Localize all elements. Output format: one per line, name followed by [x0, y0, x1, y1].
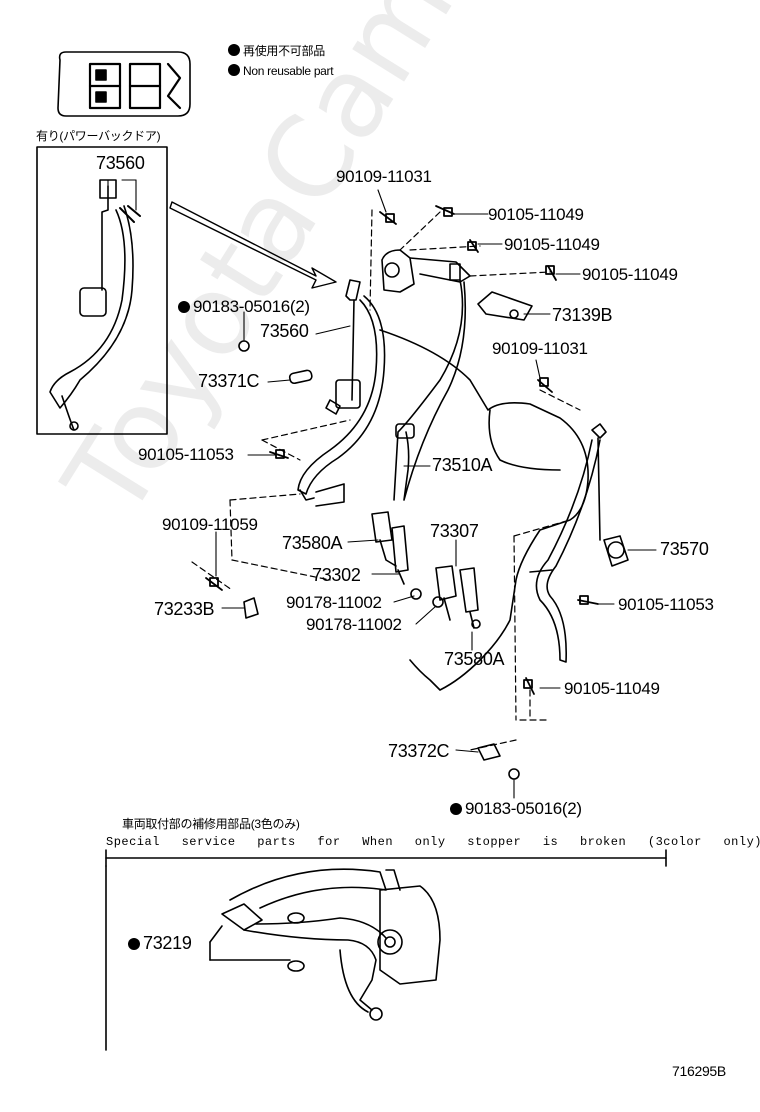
part-label-90109-11031-mid[interactable]: 90109-11031	[492, 339, 588, 358]
part-label-90105-11049-c[interactable]: 90105-11049	[582, 265, 678, 284]
retractor-73570	[529, 423, 629, 663]
part-label-73371C[interactable]: 73371C	[198, 371, 260, 391]
cover-73371C	[288, 369, 313, 385]
inset-title: 有り(パワーバックドア)	[36, 129, 161, 143]
part-label-inset-73560[interactable]: 73560	[96, 153, 145, 173]
part-label-90105-11049-a[interactable]: 90105-11049	[488, 205, 584, 224]
part-label-90105-11053-right[interactable]: 90105-11053	[618, 595, 714, 614]
legend-jp: 再使用不可部品	[228, 44, 325, 57]
part-label-90183-05016-top[interactable]: 90183-05016(2)	[178, 298, 310, 315]
part-label-73510A[interactable]: 73510A	[432, 455, 493, 475]
non-reusable-dot-icon	[228, 44, 240, 56]
bracket-73139B	[477, 291, 533, 321]
part-label-90109-11059[interactable]: 90109-11059	[162, 515, 258, 534]
inset-belt	[49, 179, 141, 431]
bolt-glyphs	[205, 205, 599, 695]
direction-arrow	[169, 201, 337, 289]
upper-retractor	[381, 249, 471, 293]
part-label-73139B[interactable]: 73139B	[552, 305, 613, 325]
non-reusable-dot-icon	[128, 938, 140, 950]
part-label-73560[interactable]: 73560	[260, 321, 309, 341]
part-label-73307[interactable]: 73307	[430, 521, 479, 541]
service-parts-bracket	[105, 849, 667, 1051]
diagram-id: 716295B	[672, 1063, 726, 1079]
inset-box	[36, 146, 168, 435]
stopper-assembly-73219	[209, 868, 441, 1021]
service-note-en: Special service parts for When only stop…	[106, 835, 760, 849]
buckle-73580A-right	[435, 565, 481, 629]
part-label-73233B[interactable]: 73233B	[154, 599, 215, 619]
non-reusable-dot-icon	[178, 301, 190, 313]
part-label-90105-11053-left[interactable]: 90105-11053	[138, 445, 234, 464]
part-label-73372C[interactable]: 73372C	[388, 741, 450, 761]
part-label-90105-11049-low[interactable]: 90105-11049	[564, 679, 660, 698]
legend-en: Non reusable part	[228, 64, 334, 77]
part-label-90109-11031-top[interactable]: 90109-11031	[336, 167, 432, 186]
part-label-73580A-right[interactable]: 73580A	[444, 649, 505, 669]
part-label-90105-11049-b[interactable]: 90105-11049	[504, 235, 600, 254]
body-outline	[379, 329, 589, 691]
vehicle-locator-icon	[57, 51, 191, 117]
part-label-90178-11002-a[interactable]: 90178-11002	[286, 593, 382, 612]
belt-73560	[297, 279, 386, 501]
nut-90183-top	[238, 340, 250, 352]
cover-73372C	[477, 743, 501, 761]
part-label-73580A-left[interactable]: 73580A	[282, 533, 343, 553]
part-label-73219[interactable]: 73219	[128, 934, 192, 952]
part-label-90183-05016-low[interactable]: 90183-05016(2)	[450, 800, 582, 817]
buckle-73580A-left	[371, 511, 409, 585]
non-reusable-dot-icon	[450, 803, 462, 815]
part-label-90178-11002-b[interactable]: 90178-11002	[306, 615, 402, 634]
part-label-73570[interactable]: 73570	[660, 539, 709, 559]
part-label-73302[interactable]: 73302	[312, 565, 361, 585]
service-note-jp: 車両取付部の補修用部品(3色のみ)	[122, 817, 300, 831]
cover-73233B	[243, 597, 259, 619]
non-reusable-dot-icon	[228, 64, 240, 76]
